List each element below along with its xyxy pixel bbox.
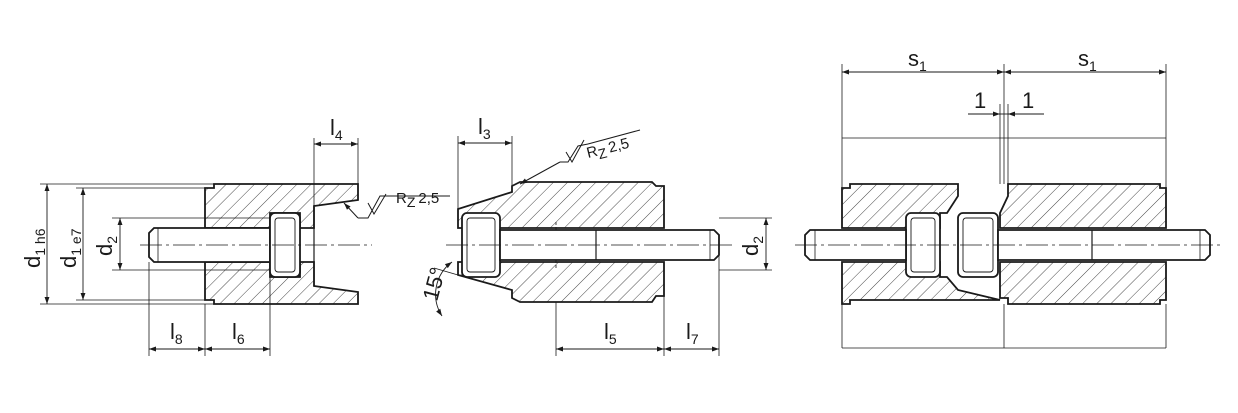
label-l3: l3 — [478, 114, 491, 142]
svg-text:d2: d2 — [738, 236, 766, 256]
label-rz-mid: RZ2,5 — [585, 135, 632, 165]
label-d2-mid: d2 — [738, 236, 766, 256]
label-l8: l8 — [170, 319, 183, 347]
svg-text:d1 h6: d1 h6 — [20, 228, 48, 268]
right-body-right-top — [999, 183, 1167, 229]
label-d1e7: d1 e7 — [56, 228, 84, 268]
label-d1h6: d1 h6 — [20, 228, 48, 268]
svg-text:d1 e7: d1 e7 — [56, 228, 84, 268]
label-gap-left: 1 — [974, 88, 986, 113]
svg-text:RZ2,5: RZ2,5 — [585, 135, 632, 165]
svg-text:d2: d2 — [92, 236, 120, 256]
label-l4: l4 — [330, 115, 343, 143]
label-l7: l7 — [686, 319, 699, 347]
middle-view — [433, 129, 772, 356]
mid-body-bottom — [457, 261, 665, 303]
svg-text:15°: 15° — [418, 265, 451, 304]
label-gap-right: 1 — [1022, 88, 1034, 113]
label-l5: l5 — [604, 319, 617, 347]
label-angle: 15° — [418, 265, 451, 304]
right-view — [795, 64, 1222, 349]
label-s1-left: s1 — [908, 46, 927, 74]
right-body-right-bottom — [999, 261, 1167, 305]
left-view — [40, 138, 450, 356]
label-d2-left: d2 — [92, 236, 120, 256]
label-l6: l6 — [232, 319, 245, 347]
mid-body-top — [457, 181, 665, 229]
label-s1-right: s1 — [1078, 46, 1097, 74]
